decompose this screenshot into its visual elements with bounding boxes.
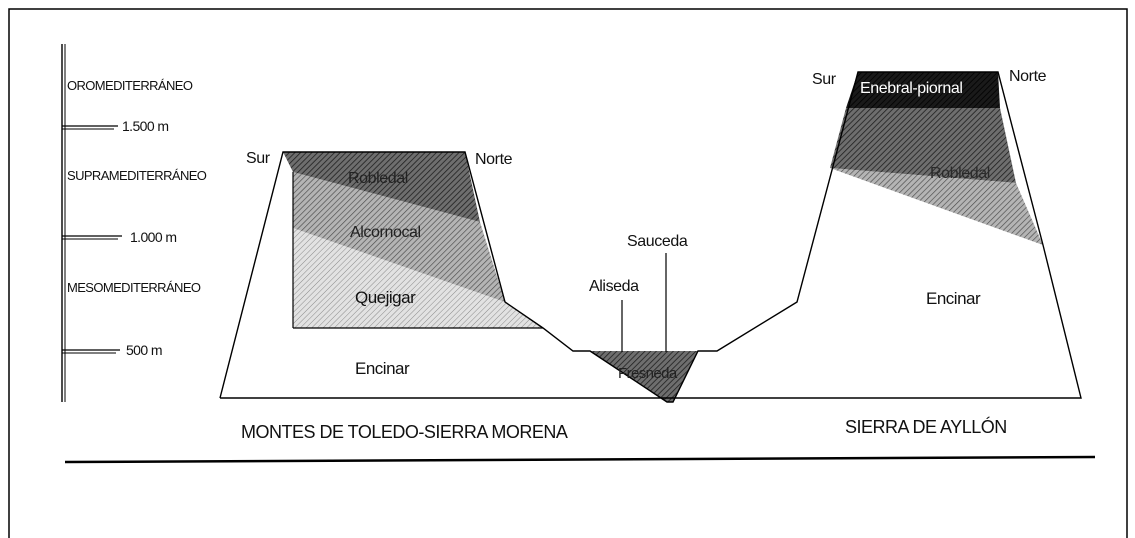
belt-robledal-left [283, 152, 480, 222]
terrain-outline [219, 71, 1082, 403]
right-norte-label: Norte [1009, 68, 1047, 85]
right-sur-label: Sur [812, 71, 837, 88]
valley-fresneda-belt [590, 351, 698, 402]
alcornocal-label: Alcornocal [350, 224, 421, 241]
altitude-scale: OROMEDITERRÁNEO 1.500 m SUPRAMEDITERRÁNE… [61, 44, 207, 402]
belt-robledal-right [830, 108, 1016, 183]
aliseda-label: Aliseda [589, 278, 639, 295]
right-mountain [830, 72, 1043, 245]
enebral-piornal-label: Enebral-piornal [860, 80, 963, 97]
belt-enebral-piornal [846, 72, 1000, 108]
zone-oromediterraneo: OROMEDITERRÁNEO [67, 78, 193, 93]
right-encinar-label: Encinar [926, 289, 981, 308]
belt-alcornocal [293, 172, 505, 302]
quejigar-label: Quejigar [355, 288, 416, 307]
sauceda-label: Sauceda [627, 233, 688, 250]
right-robledal-label: Robledal [930, 165, 990, 182]
right-mountain-name: SIERRA DE AYLLÓN [845, 416, 1007, 437]
left-sur-label: Sur [246, 150, 271, 167]
tick-label-1000: 1.000 m [130, 229, 176, 245]
figure-border [8, 8, 1128, 538]
zone-supramediterraneo: SUPRAMEDITERRÁNEO [67, 168, 207, 183]
belt-quejigar [293, 228, 543, 328]
left-mountain [283, 152, 543, 329]
left-mountain-name: MONTES DE TOLEDO-SIERRA MORENA [241, 422, 568, 442]
zone-mesomediterraneo: MESOMEDITERRÁNEO [67, 280, 201, 295]
left-robledal-label: Robledal [348, 170, 408, 187]
fresneda-label: Fresneda [618, 365, 678, 382]
belt-robledal-right-lower [830, 168, 1043, 245]
tick-label-1500: 1.500 m [122, 118, 168, 134]
tick-label-500: 500 m [126, 342, 162, 358]
left-norte-label: Norte [475, 151, 513, 168]
bottom-rule [64, 455, 1096, 464]
left-encinar-label: Encinar [355, 359, 410, 378]
